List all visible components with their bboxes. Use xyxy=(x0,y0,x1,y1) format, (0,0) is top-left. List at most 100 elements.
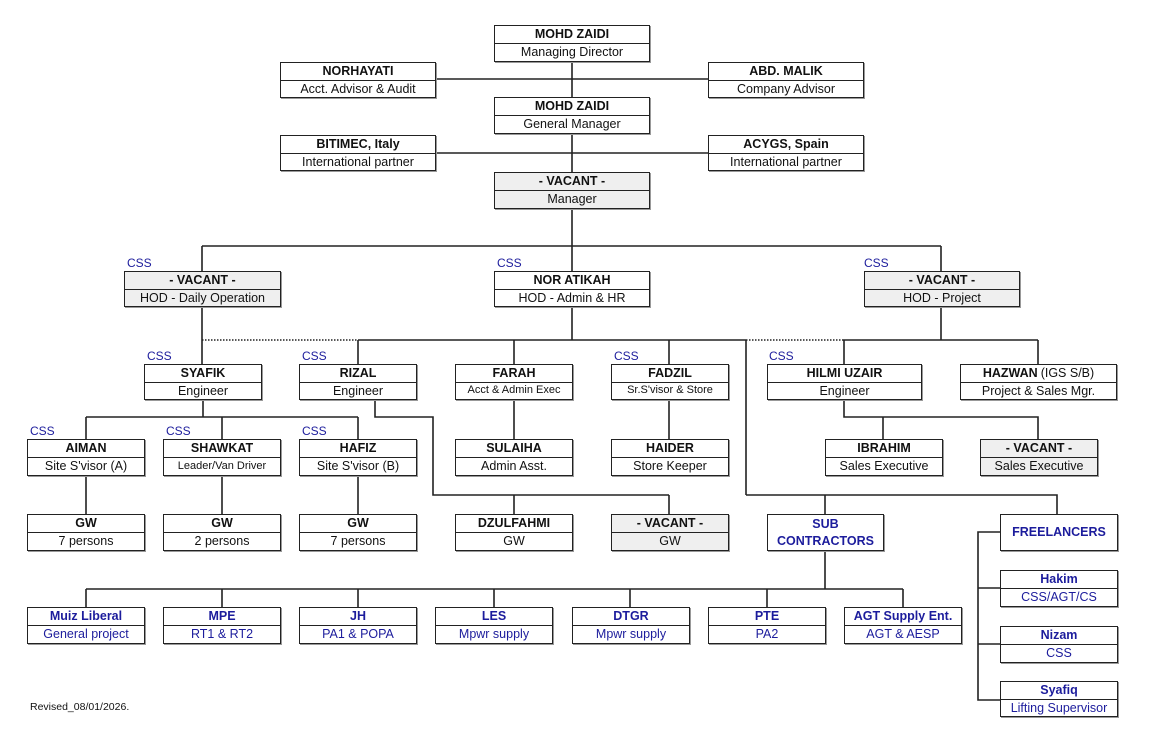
box-name-text: ACYGS, Spain xyxy=(743,137,829,151)
box-name: DTGR xyxy=(573,608,689,626)
box-role: International partner xyxy=(302,154,414,169)
box-role: GW xyxy=(503,534,525,549)
org-box-vac-gw: - VACANT - GW xyxy=(611,514,729,551)
box-name-text: Hakim xyxy=(1040,572,1078,587)
box-name-text: PTE xyxy=(754,609,780,624)
css-label: CSS xyxy=(864,256,889,270)
org-box-hod-proj: - VACANT -HOD - Project xyxy=(864,271,1020,307)
box-name: HILMI UZAIR xyxy=(768,365,921,383)
box-name-text: Nizam xyxy=(1040,628,1078,643)
box-name-text: GW xyxy=(347,516,369,531)
box-role: International partner xyxy=(730,154,842,169)
box-name-text: BITIMEC, Italy xyxy=(316,137,400,151)
box-name: Nizam xyxy=(1001,627,1117,645)
box-role: HOD - Project xyxy=(903,290,981,305)
org-box-subcon: SUB CONTRACTORS xyxy=(767,514,884,551)
org-box-haider: HAIDER Store Keeper xyxy=(611,439,729,476)
box-name: - VACANT - xyxy=(495,173,649,191)
box-role: Admin Asst. xyxy=(481,459,547,474)
box-name: SUB CONTRACTORS xyxy=(768,515,883,550)
box-role: RT1 & RT2 xyxy=(190,627,254,642)
box-name: AGT Supply Ent. xyxy=(845,608,961,626)
box-role: Store Keeper xyxy=(633,459,707,474)
box-role: Engineer xyxy=(177,383,229,398)
box-name-text: GW xyxy=(211,516,233,531)
box-role: Managing Director xyxy=(520,45,624,60)
box-name-text: SYAFIK xyxy=(180,366,226,380)
css-label: CSS xyxy=(497,256,522,270)
css-label: CSS xyxy=(147,349,172,363)
box-name-text: SHAWKAT xyxy=(190,441,254,456)
box-name: BITIMEC, Italy xyxy=(281,136,435,154)
box-name-text: AGT Supply Ent. xyxy=(853,609,953,624)
css-label: CSS xyxy=(30,424,55,438)
box-name: MPE xyxy=(164,608,280,626)
box-name-text: AIMAN xyxy=(65,441,107,456)
box-name: ABD. MALIK xyxy=(709,63,863,81)
box-name-text: MOHD ZAIDI xyxy=(534,99,610,114)
org-box-manager: - VACANT -Manager xyxy=(494,172,650,209)
box-name-text: HILMI UZAIR xyxy=(806,366,883,380)
box-role: Sales Executive xyxy=(839,459,929,474)
box-name: GW xyxy=(28,515,144,533)
box-name-text: - VACANT - xyxy=(636,516,704,531)
box-name: GW xyxy=(300,515,416,533)
box-name: NORHAYATI xyxy=(281,63,435,81)
box-role: GW xyxy=(659,534,681,549)
box-name: GW xyxy=(164,515,280,533)
box-name-text: HAFIZ xyxy=(339,441,377,456)
box-name-text: FREELANCERS xyxy=(1012,525,1106,540)
box-role: HOD - Daily Operation xyxy=(139,290,266,305)
box-name: FADZIL xyxy=(612,365,728,383)
box-name-text: GW xyxy=(75,516,97,531)
box-role: Mpwr supply xyxy=(458,627,530,642)
box-role: Site S'visor (B) xyxy=(316,459,400,474)
box-name: Hakim xyxy=(1001,571,1117,589)
css-label: CSS xyxy=(127,256,152,270)
box-name-text: SUB CONTRACTORS xyxy=(777,516,874,548)
css-label: CSS xyxy=(614,349,639,363)
box-name: RIZAL xyxy=(300,365,416,383)
box-name-text: - VACANT - xyxy=(538,174,606,189)
box-name-text: Syafiq xyxy=(1040,683,1078,697)
box-role: Leader/Van Driver xyxy=(177,460,267,472)
org-box-hafiz: HAFIZ Site S'visor (B) xyxy=(299,439,417,476)
css-label: CSS xyxy=(166,424,191,438)
org-box-hilmi: HILMI UZAIR Engineer xyxy=(767,364,922,400)
box-name-text: - VACANT - xyxy=(169,273,236,287)
box-name-text: DZULFAHMI xyxy=(477,516,551,531)
box-name-text: HAZWAN xyxy=(982,366,1038,380)
org-box-shawkat: SHAWKAT Leader/Van Driver xyxy=(163,439,281,476)
box-role: PA1 & POPA xyxy=(322,627,394,642)
box-name-text: HAIDER xyxy=(646,441,694,456)
box-name: - VACANT - xyxy=(612,515,728,533)
box-name: DZULFAHMI xyxy=(456,515,572,533)
box-name: SYAFIK xyxy=(145,365,261,383)
box-name-text: MPE xyxy=(208,609,236,624)
box-name-text: SULAIHA xyxy=(486,441,542,456)
org-box-mpe: MPE RT1 & RT2 xyxy=(163,607,281,644)
box-name: MOHD ZAIDI xyxy=(495,98,649,116)
box-role: Engineer xyxy=(819,383,870,398)
org-box-dzulfahmi: DZULFAHMI GW xyxy=(455,514,573,551)
box-name-text: FARAH xyxy=(492,366,536,380)
box-name: LES xyxy=(436,608,552,626)
box-name: - VACANT - xyxy=(865,272,1019,290)
org-box-hod-ops: - VACANT - HOD - Daily Operation xyxy=(124,271,281,307)
